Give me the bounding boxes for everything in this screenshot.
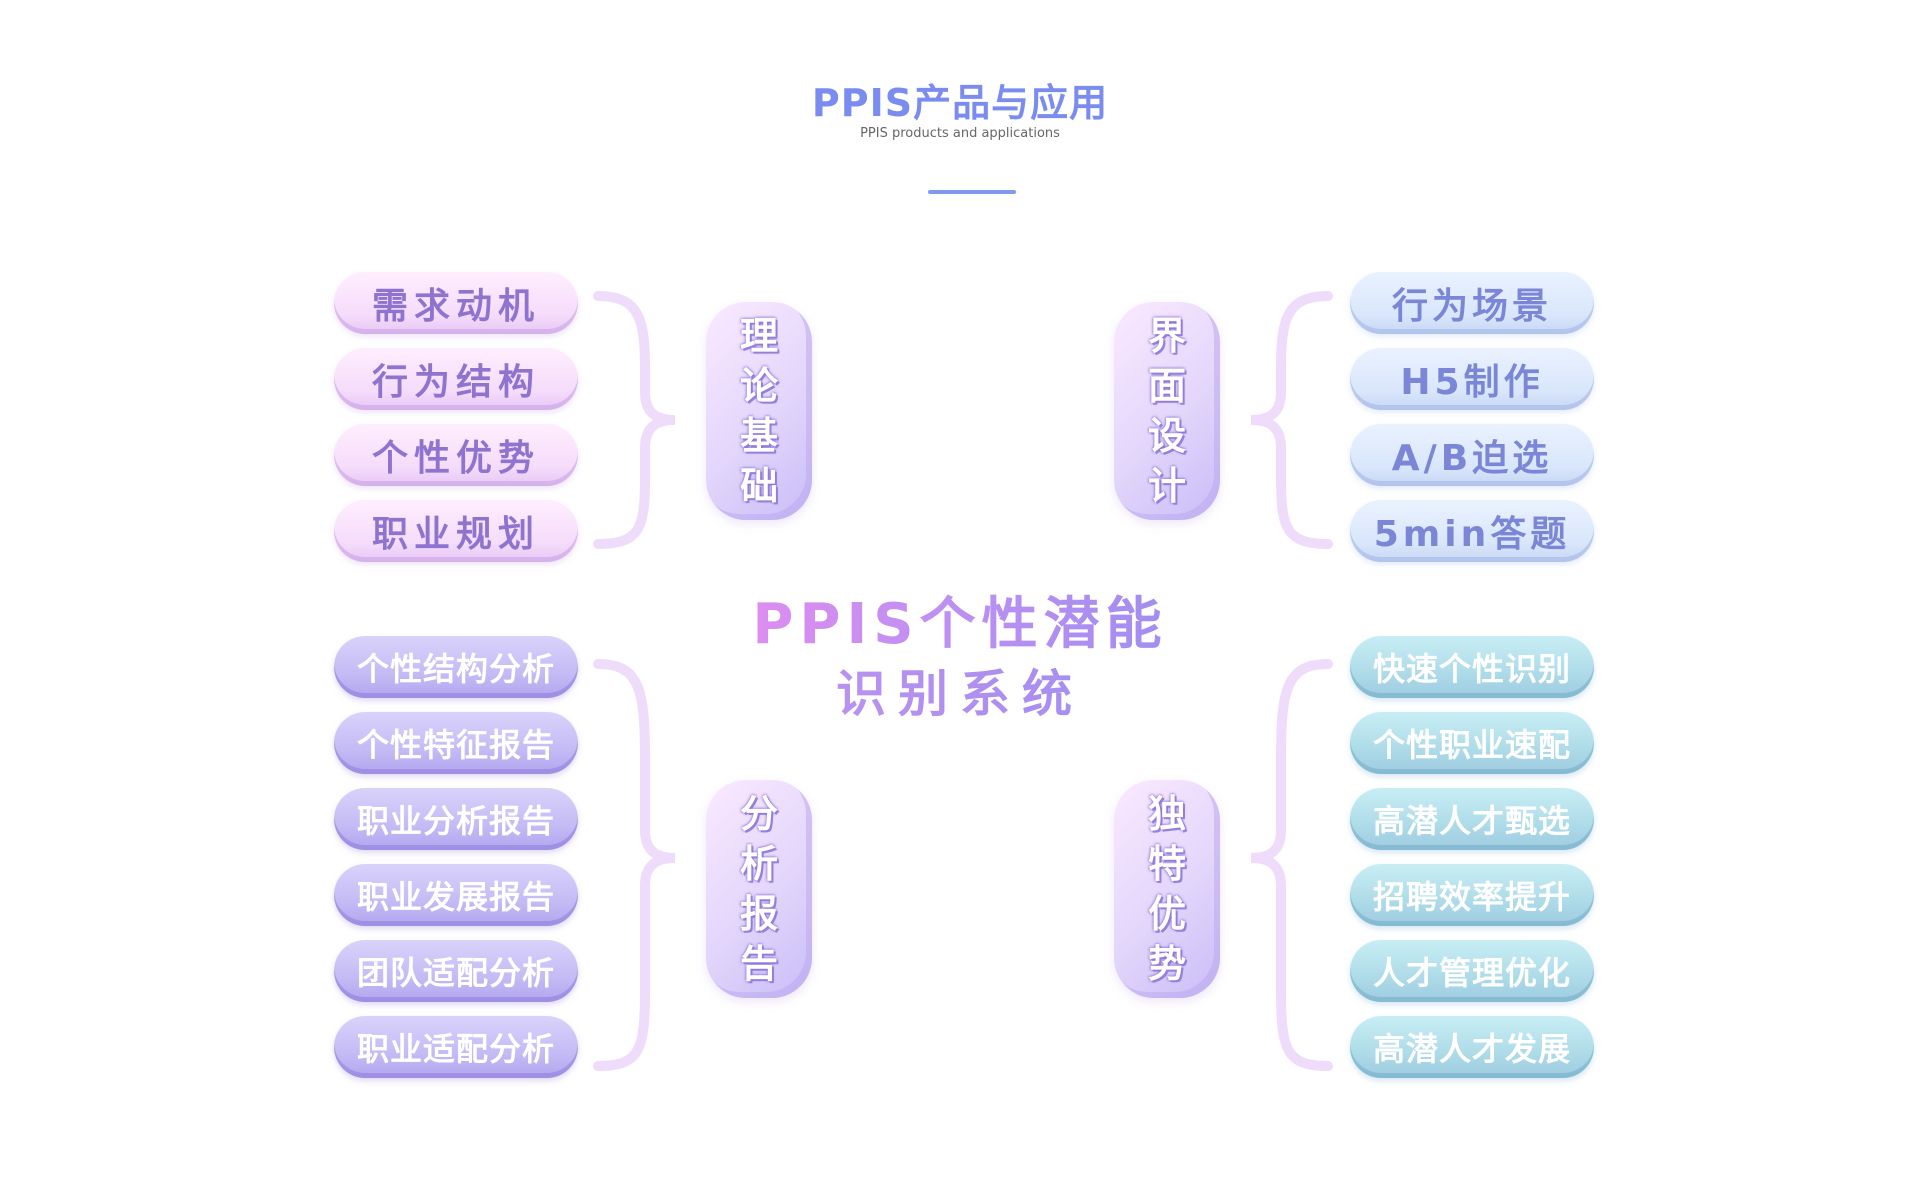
report-item-2: 个性特征报告 (334, 712, 578, 774)
report-item-6: 职业适配分析 (334, 1016, 578, 1078)
report-item-4: 职业发展报告 (334, 864, 578, 926)
advantage-label-char: 特 (1147, 842, 1186, 886)
advantage-item-1: 快速个性识别 (1350, 636, 1594, 698)
advantage-item-5: 人才管理优化 (1350, 940, 1594, 1002)
system-title-line1: PPIS个性潜能 (690, 588, 1230, 662)
advantage-label-char: 优 (1147, 892, 1186, 936)
bracket-report (593, 659, 676, 1071)
report-item-1: 个性结构分析 (334, 636, 578, 698)
theory-label-char: 基 (739, 414, 778, 458)
system-title: PPIS个性潜能 识别系统 (690, 588, 1230, 726)
title-divider (928, 190, 1016, 194)
interface-label-char: 面 (1147, 364, 1186, 408)
theory-label-char: 理 (739, 314, 778, 358)
interface-item-1: 行为场景 (1350, 272, 1594, 334)
advantage-item-4: 招聘效率提升 (1350, 864, 1594, 926)
theory-item-3: 个性优势 (334, 424, 578, 486)
theory-label-char: 础 (739, 464, 778, 508)
advantage-item-2: 个性职业速配 (1350, 712, 1594, 774)
interface-label-char: 界 (1147, 314, 1186, 358)
report-label-char: 告 (739, 942, 778, 986)
advantage-item-6: 高潜人才发展 (1350, 1016, 1594, 1078)
advantage-label: 独 特 优 势 (1114, 780, 1220, 998)
report-item-5: 团队适配分析 (334, 940, 578, 1002)
theory-label-char: 论 (739, 364, 778, 408)
page-title: PPIS产品与应用 (811, 81, 1109, 125)
interface-item-2: H5制作 (1350, 348, 1594, 410)
advantage-label-char: 势 (1147, 942, 1186, 986)
bracket-theory (593, 291, 676, 549)
advantage-label-char: 独 (1147, 792, 1186, 836)
system-title-line2: 识别系统 (690, 662, 1230, 726)
interface-item-4: 5min答题 (1350, 500, 1594, 562)
report-item-3: 职业分析报告 (334, 788, 578, 850)
interface-label-char: 计 (1147, 464, 1186, 508)
report-label: 分 析 报 告 (706, 780, 812, 998)
theory-item-1: 需求动机 (334, 272, 578, 334)
report-label-char: 析 (739, 842, 778, 886)
bracket-advantage (1250, 659, 1333, 1071)
interface-item-3: A/B迫选 (1350, 424, 1594, 486)
theory-item-4: 职业规划 (334, 500, 578, 562)
interface-label-char: 设 (1147, 414, 1186, 458)
advantage-item-3: 高潜人才甄选 (1350, 788, 1594, 850)
report-label-char: 分 (739, 792, 778, 836)
theory-label: 理 论 基 础 (706, 302, 812, 520)
theory-item-2: 行为结构 (334, 348, 578, 410)
page-subtitle: PPIS products and applications (860, 126, 1060, 141)
bracket-interface (1250, 291, 1333, 549)
interface-label: 界 面 设 计 (1114, 302, 1220, 520)
report-label-char: 报 (739, 892, 778, 936)
